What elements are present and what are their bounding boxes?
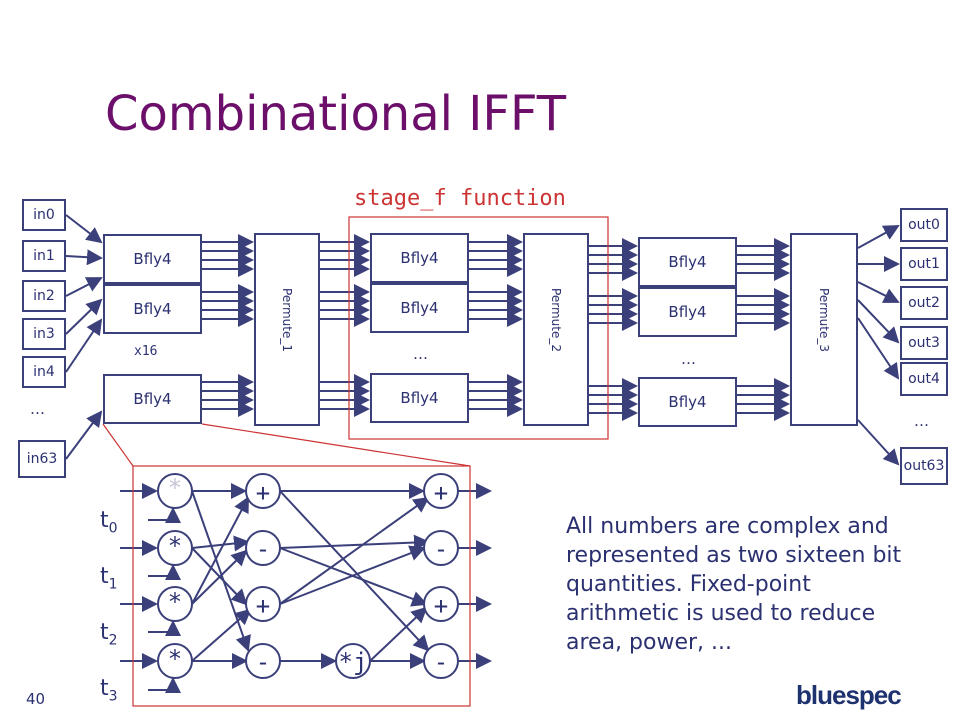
plus-node-a0: + (255, 479, 271, 507)
bluespec-logo: bluespec (796, 680, 902, 710)
twiddle-t2: t2 (100, 620, 118, 649)
page-title: Combinational IFFT (105, 86, 567, 142)
page-number: 40 (26, 690, 46, 708)
bfly4-stage1-a: Bfly4 (103, 234, 202, 284)
input-in3: in3 (22, 318, 66, 350)
stage3-ellipsis: … (681, 350, 696, 368)
permute-1: Permute_1 (254, 233, 320, 426)
mult-node-0: * (167, 474, 183, 502)
input-ellipsis: … (30, 400, 45, 418)
bfly4-detail-frame (132, 465, 471, 707)
x16-label: x16 (134, 344, 158, 359)
output-out4: out4 (900, 362, 948, 396)
minus-node-b3: - (433, 648, 449, 676)
mult-j-node: *j (338, 648, 368, 676)
twiddle-t1: t1 (100, 564, 118, 593)
stage-f-highlight (348, 216, 609, 440)
stage2-ellipsis: … (413, 345, 428, 363)
bfly4-stage2-b: Bfly4 (370, 283, 469, 333)
output-out0: out0 (900, 208, 948, 242)
mult-node-3: * (167, 645, 183, 673)
output-out1: out1 (900, 247, 948, 281)
input-in4: in4 (22, 356, 66, 388)
permute-2: Permute_2 (523, 233, 589, 426)
plus-node-b0: + (433, 479, 449, 507)
input-in2: in2 (22, 280, 66, 312)
minus-node-b1: - (433, 535, 449, 563)
twiddle-t3: t3 (100, 676, 118, 705)
minus-node-a1: - (255, 535, 271, 563)
mult-node-1: * (167, 532, 183, 560)
bfly4-stage3-a: Bfly4 (638, 237, 737, 287)
bfly4-stage2-c: Bfly4 (370, 373, 469, 423)
bfly4-stage3-c: Bfly4 (638, 377, 737, 427)
permute-3: Permute_3 (790, 233, 858, 426)
output-out63: out63 (900, 447, 948, 485)
twiddle-t0: t0 (100, 508, 118, 537)
plus-node-a2: + (255, 592, 271, 620)
input-in0: in0 (22, 199, 66, 231)
stage-function-label: stage_f function (354, 186, 566, 211)
complex-numbers-note: All numbers are complex and represented … (566, 514, 902, 655)
output-ellipsis: … (914, 412, 929, 430)
input-in63: in63 (18, 440, 66, 478)
input-in1: in1 (22, 240, 66, 272)
output-out3: out3 (900, 326, 948, 360)
bfly4-stage1-b: Bfly4 (103, 284, 202, 334)
bfly4-stage2-a: Bfly4 (370, 233, 469, 283)
minus-node-a3: - (255, 648, 271, 676)
bfly4-stage3-b: Bfly4 (638, 287, 737, 337)
output-out2: out2 (900, 286, 948, 320)
mult-node-2: * (167, 588, 183, 616)
bfly4-stage1-c: Bfly4 (103, 374, 202, 424)
plus-node-b2: + (433, 592, 449, 620)
